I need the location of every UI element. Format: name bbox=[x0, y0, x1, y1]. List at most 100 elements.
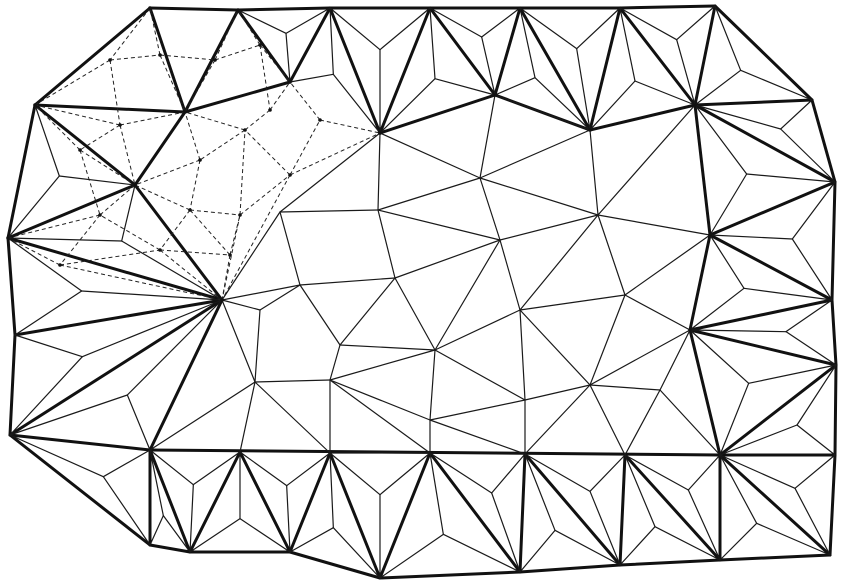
thin-edge bbox=[222, 300, 260, 310]
thin-edge bbox=[720, 455, 795, 488]
thin-edge bbox=[430, 453, 492, 493]
thin-edge bbox=[660, 330, 690, 390]
thin-edge bbox=[378, 210, 395, 278]
mesh-node bbox=[688, 328, 692, 332]
thin-edge bbox=[122, 185, 135, 241]
mesh-node bbox=[133, 183, 137, 187]
mesh-node bbox=[78, 148, 82, 152]
thin-edge bbox=[535, 78, 590, 130]
heavy-edge bbox=[135, 112, 185, 185]
heavy-edge bbox=[710, 182, 835, 235]
thin-edge bbox=[500, 240, 520, 310]
thin-edge bbox=[555, 530, 620, 565]
heavy-edge bbox=[10, 335, 15, 435]
thin-edge bbox=[103, 450, 150, 477]
heavy-edge bbox=[832, 182, 835, 300]
dashed-edge bbox=[190, 210, 240, 215]
thin-edge bbox=[710, 235, 792, 239]
thin-edge bbox=[300, 278, 395, 285]
heavy-edge bbox=[150, 450, 720, 455]
thin-edge bbox=[625, 295, 690, 330]
dashed-edge bbox=[215, 45, 260, 60]
thin-edge bbox=[590, 295, 625, 385]
thin-edge bbox=[82, 300, 222, 357]
heavy-edge bbox=[238, 8, 330, 10]
thin-edge bbox=[378, 178, 480, 210]
thin-edge bbox=[590, 385, 660, 390]
dashed-edge bbox=[200, 130, 245, 160]
dashed-edge bbox=[185, 112, 200, 160]
heavy-edge bbox=[832, 300, 836, 365]
mesh-node bbox=[236, 8, 240, 12]
dashed-edge bbox=[290, 82, 320, 120]
thin-edge bbox=[435, 240, 500, 350]
mesh-node bbox=[228, 253, 232, 257]
thin-edge bbox=[286, 33, 290, 82]
heavy-edge bbox=[35, 105, 185, 112]
thin-edge bbox=[480, 130, 590, 178]
dashed-refinement-layer bbox=[8, 8, 380, 300]
heavy-edge bbox=[35, 8, 150, 105]
heavy-edge bbox=[380, 95, 495, 133]
thin-edge bbox=[500, 215, 598, 240]
heavy-edge bbox=[520, 565, 620, 572]
heavy-edge bbox=[15, 300, 222, 335]
dashed-edge bbox=[230, 215, 240, 255]
thin-edge bbox=[333, 74, 380, 133]
heavy-edge bbox=[150, 8, 185, 112]
thin-edge bbox=[525, 454, 555, 530]
thin-edge bbox=[480, 178, 500, 240]
thin-edge bbox=[340, 278, 395, 345]
thin-edge bbox=[590, 455, 625, 491]
thin-edge bbox=[280, 133, 380, 212]
thin-edge bbox=[287, 486, 290, 552]
thin-edge bbox=[590, 130, 598, 215]
thin-edge bbox=[590, 385, 625, 455]
mesh-node bbox=[243, 128, 247, 132]
heavy-edge bbox=[150, 8, 238, 10]
thin-edge bbox=[300, 285, 340, 345]
thin-edge bbox=[255, 380, 330, 382]
thin-edge bbox=[598, 105, 695, 215]
dashed-edge bbox=[240, 130, 245, 215]
thin-edge bbox=[495, 78, 535, 95]
mesh-node bbox=[708, 233, 712, 237]
heavy-edge bbox=[695, 105, 835, 182]
thin-edge bbox=[720, 425, 797, 455]
dashed-edge bbox=[110, 55, 160, 60]
heavy-edge bbox=[715, 6, 812, 100]
thin-edge bbox=[525, 385, 590, 454]
mesh-node bbox=[693, 103, 697, 107]
thin-edge bbox=[625, 455, 655, 527]
thin-edge bbox=[430, 8, 435, 79]
thin-edge bbox=[378, 133, 380, 210]
heavy-edge bbox=[240, 452, 290, 552]
heavy-edge bbox=[185, 10, 238, 112]
dashed-edge bbox=[190, 160, 200, 210]
thin-edge bbox=[688, 490, 720, 560]
heavy-edge bbox=[620, 6, 715, 8]
thin-edge bbox=[590, 491, 620, 565]
heavy-edge bbox=[330, 453, 380, 578]
mesh-node bbox=[58, 263, 62, 267]
mesh-node bbox=[33, 103, 37, 107]
mesh-node bbox=[220, 298, 224, 302]
thin-edge bbox=[620, 527, 655, 565]
heavy-edge bbox=[290, 552, 380, 578]
thin-edge bbox=[757, 523, 830, 555]
thin-edge bbox=[781, 100, 812, 129]
thin-edge bbox=[255, 382, 330, 453]
thin-edge bbox=[330, 380, 430, 453]
thin-edge bbox=[520, 295, 625, 310]
heavy-edge bbox=[590, 105, 695, 130]
thin-edge bbox=[8, 238, 82, 291]
dashed-edge bbox=[245, 110, 270, 130]
heavy-edge bbox=[690, 235, 710, 330]
mesh-node bbox=[378, 131, 382, 135]
thin-edge bbox=[598, 215, 710, 235]
thin-edge bbox=[340, 345, 435, 350]
thin-edge bbox=[620, 8, 677, 40]
mesh-node bbox=[183, 110, 187, 114]
thin-edge bbox=[795, 488, 830, 555]
heavy-edge bbox=[720, 455, 830, 555]
